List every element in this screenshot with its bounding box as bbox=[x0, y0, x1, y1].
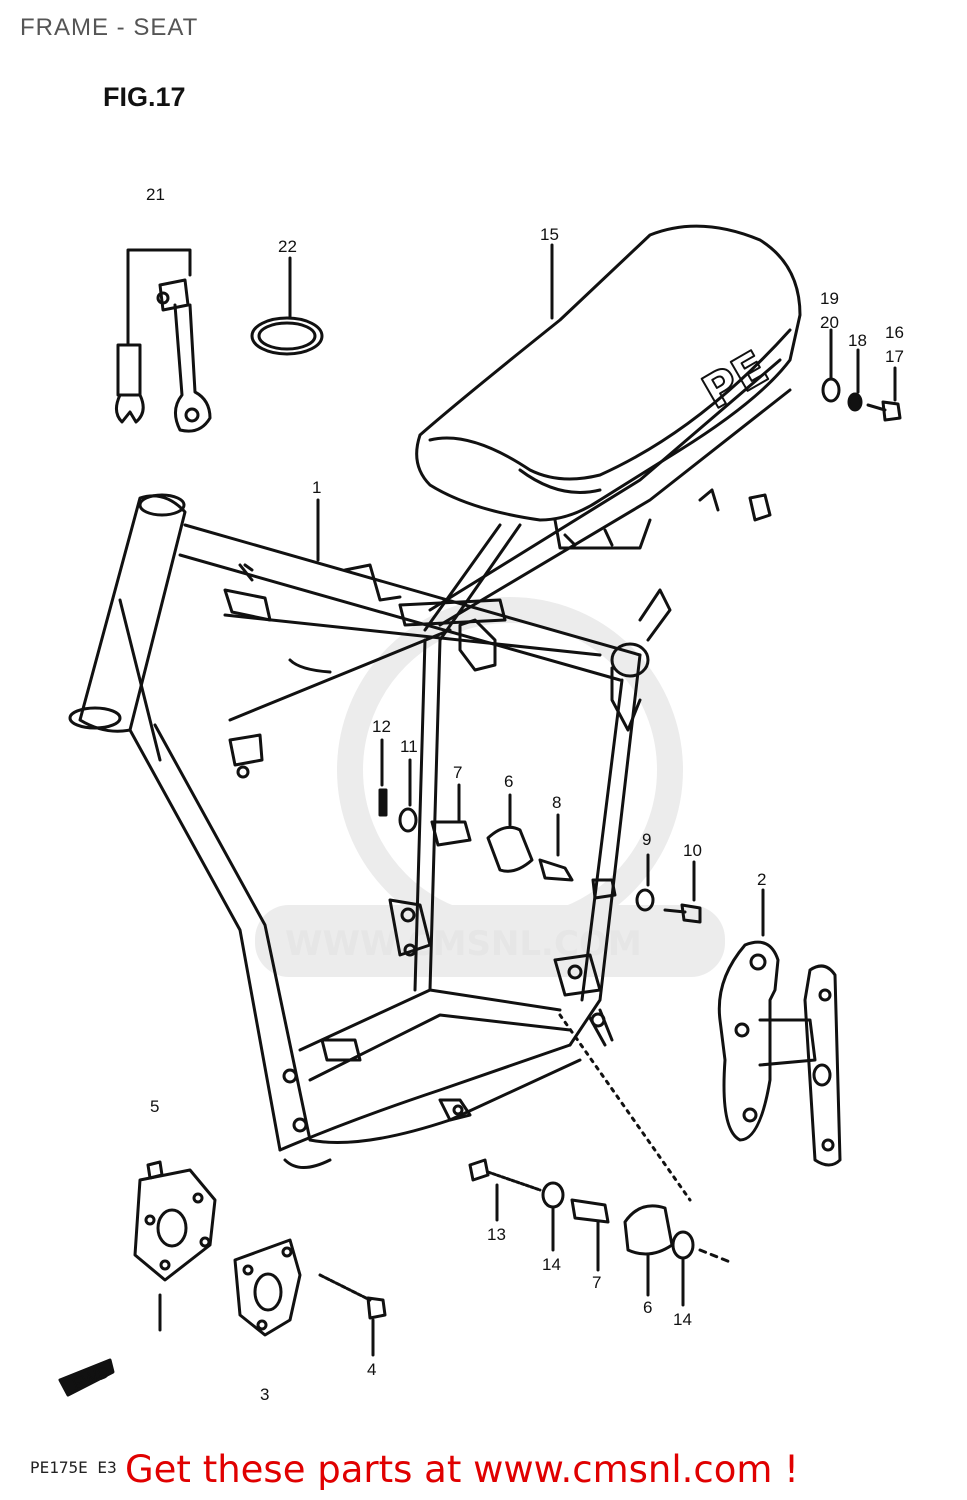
callout-3: 3 bbox=[260, 1385, 269, 1404]
diagram-code: PE175E E3 bbox=[30, 1458, 117, 1477]
engine-mount-upper bbox=[378, 738, 702, 924]
callout-19: 19 bbox=[820, 289, 839, 308]
callout-18: 18 bbox=[848, 331, 867, 350]
callout-4: 4 bbox=[367, 1360, 376, 1379]
callout-9: 9 bbox=[642, 830, 651, 849]
seat-logo: PE bbox=[693, 340, 776, 419]
callout-14-right: 14 bbox=[673, 1310, 692, 1329]
figure-label: FIG.17 bbox=[103, 82, 186, 112]
fwd-arrow-icon bbox=[58, 1358, 115, 1397]
engine-mount-lower bbox=[468, 1013, 732, 1307]
callout-7-lower: 7 bbox=[592, 1273, 601, 1292]
callout-11: 11 bbox=[400, 737, 418, 756]
callout-7-upper: 7 bbox=[453, 763, 462, 782]
frame bbox=[68, 358, 792, 1169]
o-ring bbox=[250, 256, 324, 356]
tool-set bbox=[115, 248, 212, 433]
callout-17: 17 bbox=[885, 347, 904, 366]
callout-22: 22 bbox=[278, 237, 297, 256]
callout-8: 8 bbox=[552, 793, 561, 812]
callout-10: 10 bbox=[683, 841, 702, 860]
engine-plate-left bbox=[133, 1160, 387, 1357]
callout-2: 2 bbox=[757, 870, 766, 889]
callout-5: 5 bbox=[150, 1097, 159, 1116]
callout-20: 20 bbox=[820, 313, 839, 332]
callout-6-lower: 6 bbox=[643, 1298, 652, 1317]
page-title: FRAME - SEAT bbox=[20, 14, 199, 41]
cta-link[interactable]: Get these parts at www.cmsnl.com ! bbox=[125, 1448, 800, 1491]
callout-16: 16 bbox=[885, 323, 904, 342]
fwd-label: FWD bbox=[70, 1362, 113, 1394]
callout-15: 15 bbox=[540, 225, 559, 244]
seat-fasteners bbox=[821, 328, 902, 422]
callout-1: 1 bbox=[312, 478, 321, 497]
callout-21: 21 bbox=[146, 185, 165, 204]
callout-14-left: 14 bbox=[542, 1255, 561, 1274]
engine-plate-right bbox=[717, 888, 842, 1167]
callout-6-upper: 6 bbox=[504, 772, 513, 791]
callout-12: 12 bbox=[372, 717, 391, 736]
callout-13: 13 bbox=[487, 1225, 506, 1244]
